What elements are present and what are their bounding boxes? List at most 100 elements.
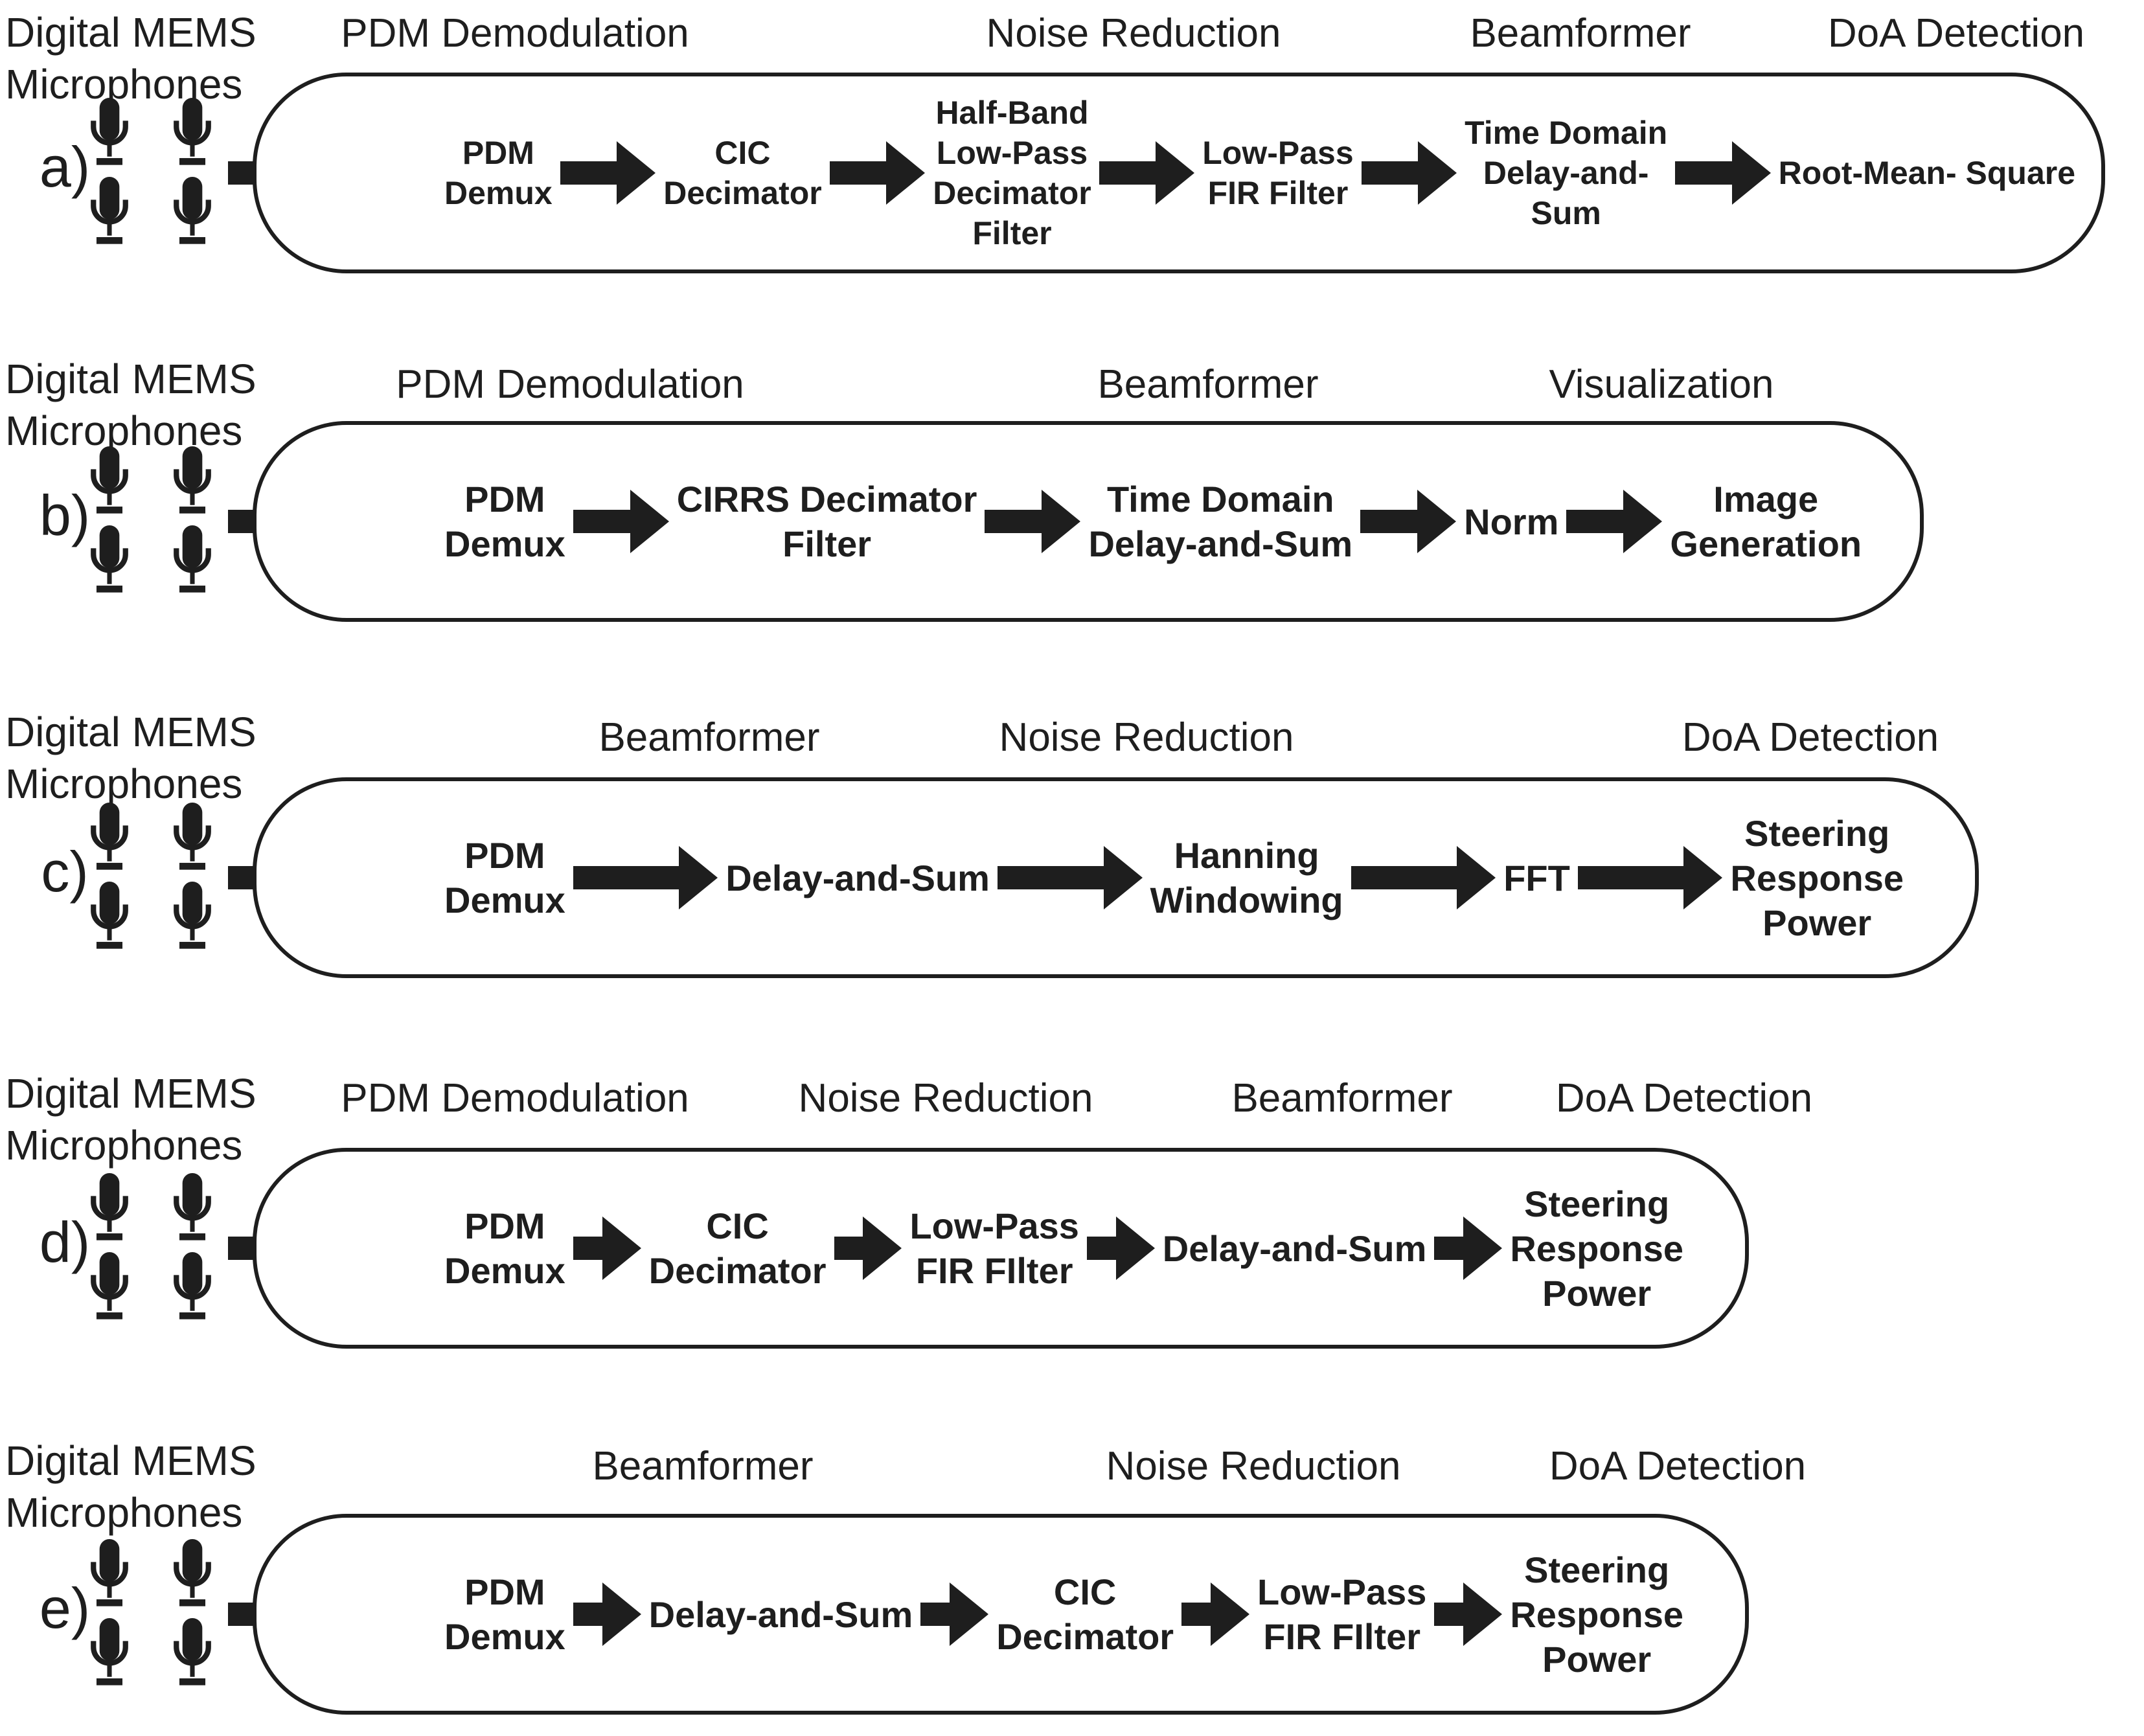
block-cic-decimator: CIC Decimator <box>663 133 822 213</box>
flow-arrow-icon <box>1361 141 1457 205</box>
microphone-icon <box>89 882 130 950</box>
block-label-line: PDM <box>464 1571 545 1612</box>
block-label-line: Demux <box>444 1616 565 1657</box>
block-root-mean-square: Root-Mean- Square <box>1779 153 2075 193</box>
block-label-line: Decimator <box>996 1616 1174 1657</box>
block-label-line: Demux <box>444 1250 565 1291</box>
microphone-array <box>76 1539 225 1687</box>
stage-header-noise-reduction: Noise Reduction <box>1106 1444 1401 1489</box>
block-label-line: Generation <box>1670 523 1862 564</box>
microphone-array <box>76 1173 225 1321</box>
block-label-line: CIC <box>714 135 771 171</box>
arrow-head <box>886 141 926 205</box>
stage-header-noise-reduction: Noise Reduction <box>798 1076 1093 1121</box>
microphone-icon <box>89 98 130 166</box>
microphone-icon <box>89 803 130 871</box>
flow-arrow-icon <box>1566 489 1663 554</box>
arrow-head <box>1417 490 1457 553</box>
arrow-head <box>1042 490 1081 553</box>
block-norm: Norm <box>1464 499 1558 544</box>
microphone-array <box>76 98 225 246</box>
arrow-head <box>1683 846 1723 909</box>
block-label-line: Delay-and-Sum <box>1088 523 1353 564</box>
stage-header-beamformer: Beamformer <box>592 1444 814 1489</box>
flow-arrow-icon <box>985 489 1081 554</box>
block-label-line: FIR FIlter <box>915 1250 1073 1291</box>
arrow-shaft <box>573 866 681 889</box>
stage-header-doa-detection: DoA Detection <box>1549 1444 1807 1489</box>
microphone-icon <box>172 1539 212 1608</box>
arrow-head <box>630 490 669 553</box>
arrow-shaft <box>997 866 1105 889</box>
flow-arrow-icon <box>997 845 1143 910</box>
flow-arrow-icon <box>573 1582 641 1647</box>
flow-arrow-icon <box>1434 1582 1503 1647</box>
arrow-shaft <box>834 1237 865 1260</box>
block-label-line: Decimator <box>933 175 1091 211</box>
block-label-line: Decimator <box>648 1250 827 1291</box>
flow-arrow-icon <box>1577 845 1723 910</box>
row-letter-c: c) <box>41 839 89 904</box>
block-label-line: Power <box>1762 902 1872 943</box>
block-label-line: Steering <box>1524 1549 1670 1590</box>
microphone-icon <box>89 177 130 246</box>
block-label-line: Half-Band <box>935 95 1089 131</box>
stage-header-doa-detection: DoA Detection <box>1682 715 1939 760</box>
mic-array-label-line: Digital MEMS <box>5 1070 257 1117</box>
block-label-line: FIR FIlter <box>1263 1616 1421 1657</box>
arrow-shaft <box>573 1237 604 1260</box>
microphone-icon <box>172 803 212 871</box>
flow-arrow-icon <box>1086 1216 1155 1281</box>
row-letter-a: a) <box>39 135 91 199</box>
microphone-icon <box>172 446 212 515</box>
block-label-line: CIC <box>706 1205 769 1246</box>
arrow-head <box>1731 141 1771 205</box>
flow-arrow-icon <box>1675 141 1771 205</box>
arrow-shaft <box>1086 1237 1117 1260</box>
arrow-shaft <box>560 161 619 185</box>
stage-header-pdm-demodulation: PDM Demodulation <box>341 1076 689 1121</box>
arrow-shaft <box>985 510 1043 533</box>
stage-header-beamformer: Beamformer <box>1470 11 1691 56</box>
block-label-line: Hanning <box>1174 835 1319 876</box>
block-label-line: Steering <box>1524 1183 1670 1224</box>
block-label-line: Response <box>1730 857 1904 898</box>
microphone-icon <box>89 525 130 594</box>
block-label-line: Power <box>1542 1272 1652 1314</box>
arrow-shaft <box>1675 161 1733 185</box>
microphone-icon <box>89 446 130 515</box>
stage-header-pdm-demodulation: PDM Demodulation <box>396 362 744 407</box>
arrow-shaft <box>1434 1237 1465 1260</box>
row-letter-e: e) <box>39 1576 91 1640</box>
microphone-icon <box>172 98 212 166</box>
block-label-line: Decimator <box>663 175 822 211</box>
arrow-head <box>1418 141 1457 205</box>
microphone-icon <box>89 1252 130 1321</box>
block-delay-and-sum: Delay-and-Sum <box>649 1592 913 1637</box>
block-label-line: PDM <box>462 135 534 171</box>
block-label-line: Low-Pass <box>909 1205 1079 1246</box>
flow-arrow-icon <box>1434 1216 1503 1281</box>
microphone-icon <box>172 525 212 594</box>
mic-array-label-line: Digital MEMS <box>5 356 257 402</box>
arrow-head <box>950 1582 989 1646</box>
mic-array-label-line: Digital MEMS <box>5 1437 257 1484</box>
block-label-line: Response <box>1510 1593 1683 1635</box>
block-label-line: Demux <box>444 880 565 920</box>
arrow-shaft <box>1566 510 1625 533</box>
